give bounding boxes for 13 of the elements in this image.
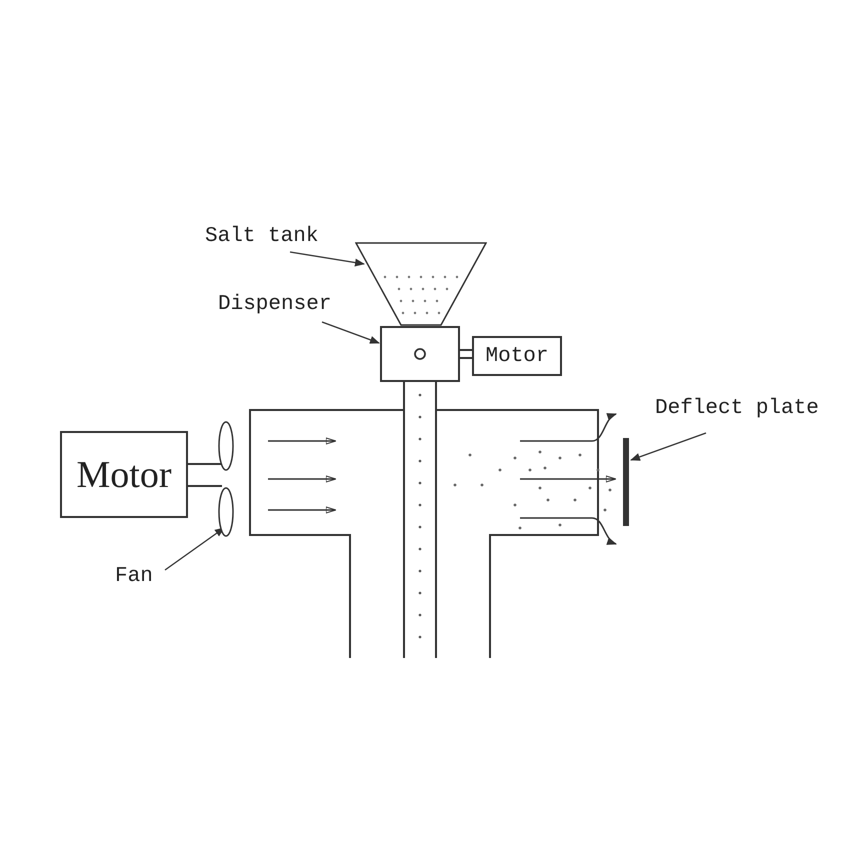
part-label: Fan	[115, 566, 159, 590]
dispenser-box	[380, 326, 460, 382]
part-label: Salt tank	[205, 226, 330, 250]
leader-line	[290, 251, 365, 266]
part-label: Deflect plate	[655, 398, 840, 422]
leader-line	[630, 432, 706, 461]
fan-blades	[217, 421, 235, 537]
leader-line	[322, 321, 380, 344]
salt-tank-hopper	[355, 242, 487, 326]
motor-box: Motor	[472, 336, 562, 376]
motor-box: Motor	[60, 431, 188, 518]
deflect-plate	[623, 438, 629, 526]
part-label: Dispenser	[218, 294, 343, 318]
